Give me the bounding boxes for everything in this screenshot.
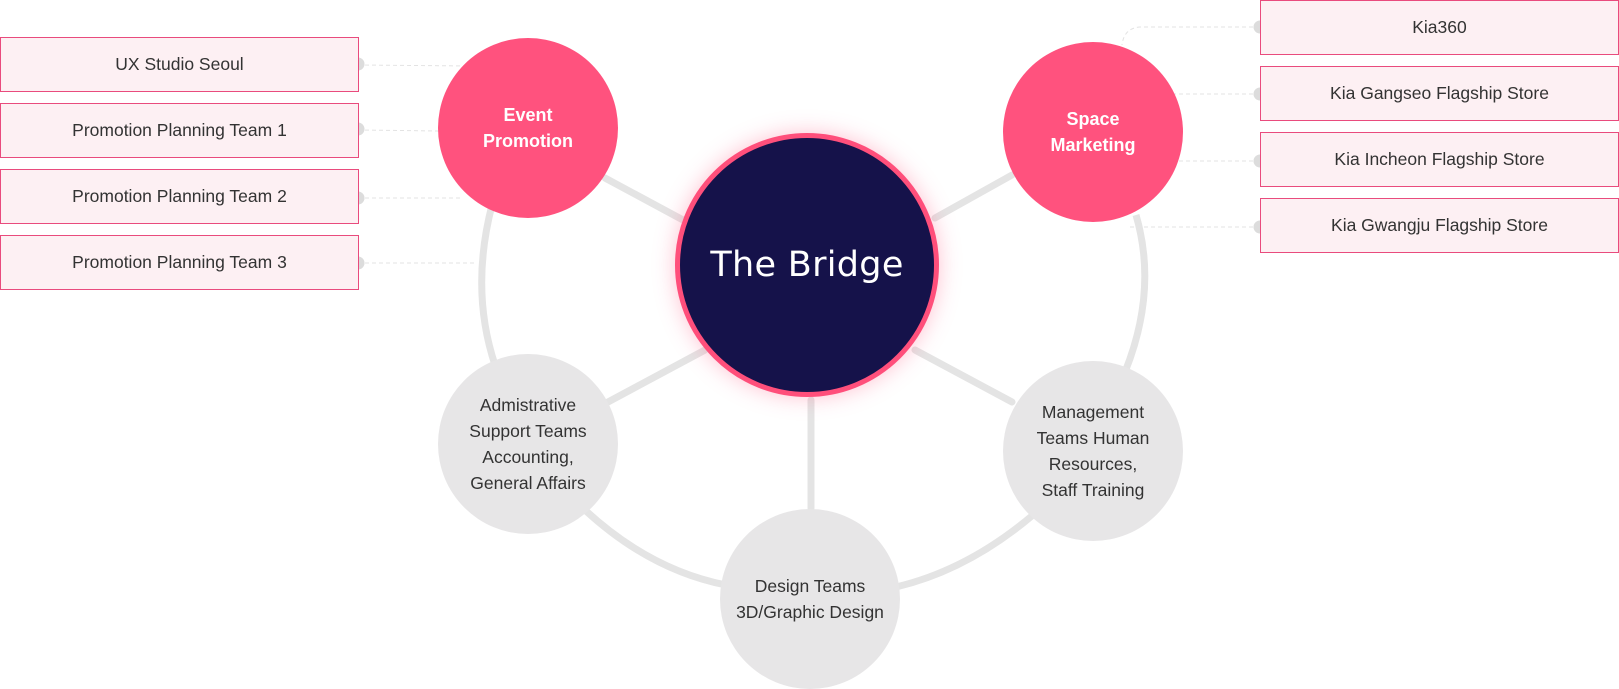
label-kia-gangseo-flagship-store: Kia Gangseo Flagship Store <box>1260 66 1619 121</box>
label-kia-incheon-flagship-store: Kia Incheon Flagship Store <box>1260 132 1619 187</box>
label-promotion-planning-team-1: Promotion Planning Team 1 <box>0 103 359 158</box>
node-management-teams: Management Teams Human Resources, Staff … <box>1003 361 1183 541</box>
spoke-space-marketing <box>931 171 1016 222</box>
node-center-the-bridge: The Bridge <box>675 133 939 397</box>
leader-left-2 <box>357 129 441 132</box>
label-promotion-planning-team-3: Promotion Planning Team 3 <box>0 235 359 290</box>
node-administrative-support: Admistrative Support Teams Accounting, G… <box>438 354 618 534</box>
ring-arc-left <box>478 204 499 367</box>
label-promotion-planning-team-2: Promotion Planning Team 2 <box>0 169 359 224</box>
node-design-teams: Design Teams 3D/Graphic Design <box>720 509 900 689</box>
node-space-marketing: Space Marketing <box>1003 42 1183 222</box>
spoke-administrative <box>604 346 709 406</box>
ring-arc-bottom-right <box>895 512 1036 591</box>
ring-arc-right <box>1121 214 1149 374</box>
label-kia360: Kia360 <box>1260 0 1619 55</box>
spoke-management <box>911 346 1016 406</box>
ring-arc-bottom-left <box>582 507 727 589</box>
spoke-event-promotion <box>601 174 687 224</box>
leader-left-1 <box>357 64 471 67</box>
node-event-promotion: Event Promotion <box>438 38 618 218</box>
leader-right-1 <box>1121 26 1260 46</box>
label-ux-studio-seoul: UX Studio Seoul <box>0 37 359 92</box>
label-kia-gwangju-flagship-store: Kia Gwangju Flagship Store <box>1260 198 1619 253</box>
